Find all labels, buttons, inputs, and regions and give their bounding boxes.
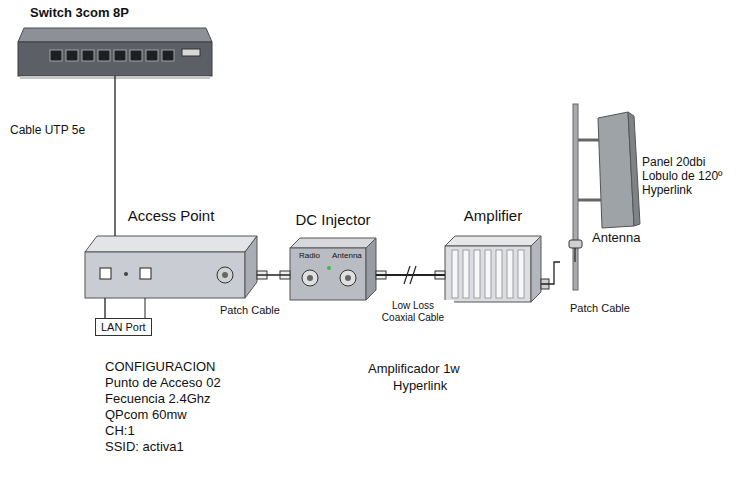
cable [104,298,105,318]
dc-top [290,238,376,248]
antenna-pole [573,104,578,290]
switch-port [162,50,174,61]
amp-fin [452,250,458,298]
switch-led [182,49,200,56]
antenna-spec: Panel 20dbi Lobulo de 120º Hyperlink [642,156,734,197]
amp-fin [518,250,524,298]
switch-port [146,50,158,61]
amplifier: Amplifier [445,236,541,302]
config-line: SSID: activa1 [105,440,184,455]
cable-label: Low Loss Coaxial Cable [372,300,454,323]
switch-port [50,50,62,61]
switch-ports [50,50,174,61]
port-name: Antenna [332,251,362,260]
dc-port-pin [345,275,351,281]
ap-port [100,268,111,279]
dc-injector: DC InjectorRadioAntenna [290,238,376,300]
amp-top [445,236,541,246]
note: Amplificador 1w [368,362,460,377]
port-name: Radio [299,251,320,260]
amp-side [531,236,541,302]
cable [257,274,290,275]
cable [114,76,115,236]
device-name: Access Point [128,207,215,224]
config-line: Fecuencia 2.4Ghz [105,392,211,407]
switch-port [130,50,142,61]
dc-side [366,238,376,300]
cable-label: Cable UTP 5e [8,124,87,138]
ap-port [140,268,151,279]
dc-port [302,270,318,286]
switch-drawing [18,28,212,79]
ap-top [85,236,257,252]
cable-label: Patch Cable [218,304,282,317]
dc-led [327,266,331,270]
lan-port: LAN Port [95,318,152,336]
antenna-drawing [569,104,640,290]
access-point: Access Point [85,236,257,298]
config-line: Punto de Acceso 02 [105,376,221,391]
panel-antenna: Panel 20dbi Lobulo de 120º Hyperlink [560,104,736,290]
amp-fin [485,250,491,298]
ap-side [245,236,257,298]
dc-injector-drawing [280,238,416,300]
switch-port [82,50,94,61]
config-line: QPcom 60mw [105,408,187,423]
dc-front [290,248,366,300]
config-line: CONFIGURACION [105,360,216,375]
cable [541,262,560,284]
panel-clamp [578,199,601,202]
switch-front [18,42,212,76]
amplifier-drawing [435,236,549,302]
amp-fin [507,250,513,298]
amp-fin [496,250,502,298]
amp-fin [463,250,469,298]
ap-led [124,272,128,276]
panel-side [628,112,640,226]
amp-fin [474,250,480,298]
antenna-lead [574,248,575,262]
antenna-connector [569,240,582,248]
note: Hyperlink [393,379,447,394]
lan-wire [145,298,146,318]
amp-fins [452,250,524,298]
port-name: LAN Port [101,321,146,333]
dc-port-pin [307,275,313,281]
dc-port [340,270,356,286]
switch: Switch 3com 8P [10,4,225,76]
switch-port [66,50,78,61]
switch-name: Switch 3com 8P [30,6,129,21]
cable-label: Patch Cable [568,302,632,315]
device-name: DC Injector [295,211,370,228]
ap-connector [217,267,233,283]
switch-port [114,50,126,61]
switch-port [98,50,110,61]
part-name: Antenna [592,231,640,246]
config-line: CH:1 [105,424,135,439]
ap-front [85,252,245,298]
device-name: Amplifier [464,207,522,224]
switch-top [18,28,212,42]
amp-front [445,246,531,302]
cable [376,274,445,276]
ap-connector-pin [222,272,228,278]
panel-clamp [578,139,599,142]
